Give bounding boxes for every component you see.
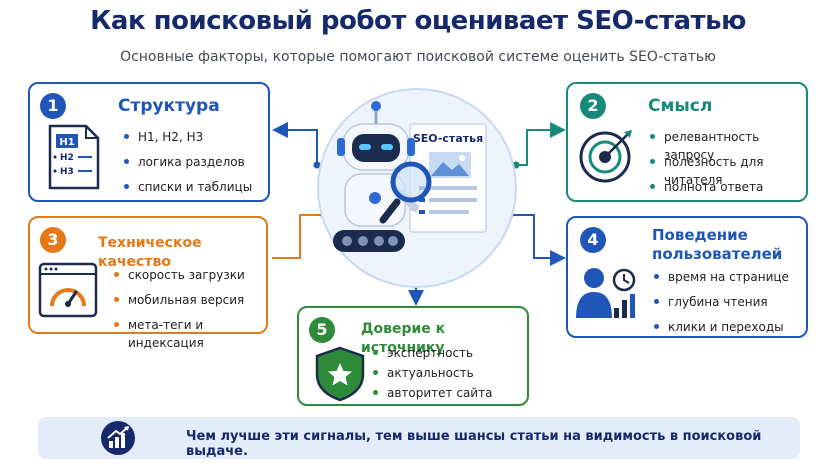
card-meaning-title: Смысл xyxy=(648,96,713,116)
shield-star-icon xyxy=(315,346,365,402)
card-technical-title: Техническое качество xyxy=(98,235,202,270)
card-structure-list: H1, H2, H3 логика разделов списки и табл… xyxy=(124,128,252,203)
card-technical-number: 3 xyxy=(40,227,66,253)
card-behavior: 4 Поведение пользователей время на стран… xyxy=(566,216,808,338)
list-item: время на странице xyxy=(654,268,789,293)
user-analytics-icon xyxy=(576,268,636,318)
arrow-to-technical xyxy=(272,214,324,259)
footer-banner: Чем лучше эти сигналы, тем выше шансы ст… xyxy=(38,417,800,459)
document-label: SEO-статья xyxy=(413,132,483,145)
list-item: авторитет сайта xyxy=(373,384,492,404)
list-item: полнота ответа xyxy=(650,178,806,203)
arrow-to-meaning xyxy=(516,122,566,166)
arrow-to-structure xyxy=(272,122,318,165)
list-item: клики и переходы xyxy=(654,318,789,343)
card-behavior-title-line2: пользователей xyxy=(652,245,783,263)
card-technical-list: скорость загрузки мобильная версия мета-… xyxy=(114,266,266,350)
card-structure: 1 Структура H1 H2 H3 H1, H2, H3 логика р… xyxy=(28,82,270,202)
card-technical: 3 Техническое качество скорость загрузки… xyxy=(28,216,268,350)
center-illustration: SEO-статья xyxy=(317,88,517,288)
card-behavior-list: время на странице глубина чтения клики и… xyxy=(654,268,789,343)
list-item: экспертность xyxy=(373,344,492,364)
page-title: Как поисковый робот оценивает SEO-статью xyxy=(90,6,746,36)
card-trust-number: 5 xyxy=(309,317,335,343)
card-meaning-list: релевантность запросу полезность для чит… xyxy=(650,128,806,203)
card-trust-list: экспертность актуальность авторитет сайт… xyxy=(373,344,492,404)
card-behavior-title-line1: Поведение xyxy=(652,226,748,244)
list-item: логика разделов xyxy=(124,153,252,178)
list-item: скорость загрузки xyxy=(114,266,266,291)
footer-text: Чем лучше эти сигналы, тем выше шансы ст… xyxy=(186,429,762,459)
speedometer-browser-icon xyxy=(38,262,98,318)
list-item: мета-теги и индексация xyxy=(114,316,266,350)
list-item: H1, H2, H3 xyxy=(124,128,252,153)
card-structure-number: 1 xyxy=(40,93,66,119)
robot-with-magnifier-icon: SEO-статья xyxy=(333,101,487,252)
card-behavior-number: 4 xyxy=(580,227,606,253)
list-item: актуальность xyxy=(373,364,492,384)
page-subtitle: Основные факторы, которые помогают поиск… xyxy=(120,49,716,65)
card-trust: 5 Доверие к источнику экспертность актуа… xyxy=(297,306,529,406)
list-item: мобильная версия xyxy=(114,291,266,316)
svg-text:H1: H1 xyxy=(59,137,74,148)
svg-text:H3: H3 xyxy=(60,167,74,177)
card-meaning-number: 2 xyxy=(580,93,606,119)
card-meaning: 2 Смысл релевантность запросу полезность… xyxy=(566,82,808,202)
growth-chart-icon xyxy=(101,421,135,455)
svg-text:H2: H2 xyxy=(60,153,74,163)
card-structure-title: Структура xyxy=(118,96,220,116)
list-item: полезность для читателя xyxy=(650,153,806,187)
document-headings-icon: H1 H2 H3 xyxy=(48,124,100,190)
card-trust-title: Доверие к источнику xyxy=(361,321,446,356)
list-item: релевантность запросу xyxy=(650,128,806,162)
card-behavior-title: Поведение пользователей xyxy=(652,226,782,264)
arrow-to-behavior xyxy=(510,214,566,266)
list-item: глубина чтения xyxy=(654,293,789,318)
list-item: списки и таблицы xyxy=(124,178,252,203)
target-icon xyxy=(579,130,632,183)
